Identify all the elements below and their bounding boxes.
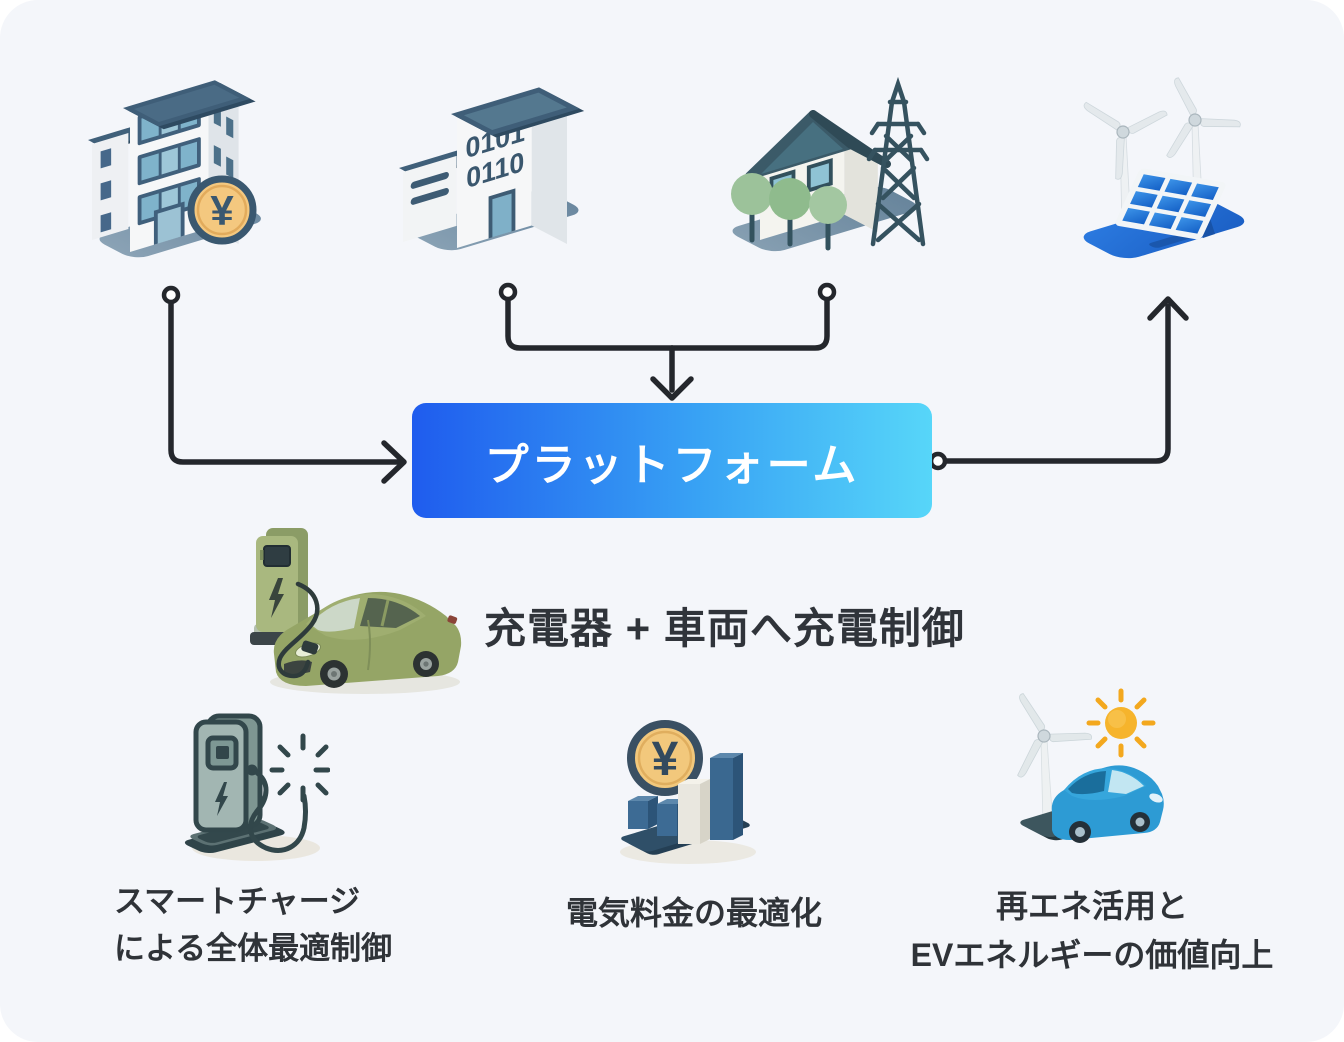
smart-charger-spark-icon: [180, 712, 330, 864]
wind-ev-sun-icon: [1000, 686, 1170, 866]
spark-icon: [269, 733, 330, 803]
connector-home-to-merge: [669, 297, 830, 351]
connector-dot-platform-out: [928, 451, 948, 471]
charging-plug: [301, 640, 319, 655]
benefit-line: スマートチャージ: [114, 884, 361, 919]
bar: [710, 753, 743, 840]
office-building-yen-icon: ¥: [78, 72, 278, 272]
charging-control-label: 充電器 + 車両へ充電制御: [484, 605, 965, 652]
charger-unit: [193, 713, 263, 833]
benefit-line: EVエネルギーの価値向上: [910, 937, 1274, 973]
benefit-line: 再エネ活用と: [995, 888, 1188, 924]
platform-label: プラットフォーム: [484, 440, 860, 490]
platform-box: プラットフォーム: [412, 403, 932, 518]
connector-dot-finance: [161, 285, 181, 305]
binary-building-icon: 0101 0110: [395, 70, 605, 275]
yen-symbol: ¥: [210, 187, 234, 234]
connector-finance-to-platform: [168, 300, 401, 465]
charging-cable: [276, 581, 320, 679]
arrowhead-down-icon: [650, 376, 694, 401]
yen-bar-chart-icon: ¥: [612, 718, 762, 866]
yen-coin: ¥: [187, 175, 257, 245]
benefit-line: による全体最適制御: [114, 931, 393, 966]
trees: [731, 173, 847, 251]
wind-solar-icon: [1065, 66, 1265, 271]
solar-panel: [1115, 168, 1226, 240]
yen-symbol: ¥: [652, 733, 679, 786]
arrowhead-right-icon: [381, 440, 407, 484]
cable: [248, 769, 308, 853]
connector-dot-data: [498, 282, 518, 302]
connector-dot-home: [817, 282, 837, 302]
benefit-label-renewable-value: 再エネ活用と EVエネルギーの価値向上: [892, 882, 1292, 980]
transmission-tower: [866, 76, 930, 247]
roof: [745, 110, 891, 180]
benefit-line: 電気料金の最適化: [565, 895, 822, 931]
arrowhead-up-icon: [1147, 296, 1189, 321]
ev-charger-car-icon: [250, 524, 470, 696]
charger-unit: [250, 528, 320, 645]
wind-turbine: [1017, 693, 1092, 827]
bar: [678, 779, 710, 844]
blue-car: [1051, 765, 1164, 843]
connector-platform-to-renewables: [943, 303, 1171, 464]
house-transmission-tower-icon: [715, 72, 940, 272]
benefit-label-smart-charge: スマートチャージ による全体最適制御: [114, 878, 392, 972]
sun-icon: [1086, 688, 1156, 758]
bar: [628, 796, 658, 829]
wind-turbine: [1166, 77, 1241, 217]
connector-data-to-merge: [505, 297, 675, 351]
benefit-label-price-optimization: 電気料金の最適化: [544, 889, 844, 937]
yen-coin: ¥: [627, 720, 703, 796]
